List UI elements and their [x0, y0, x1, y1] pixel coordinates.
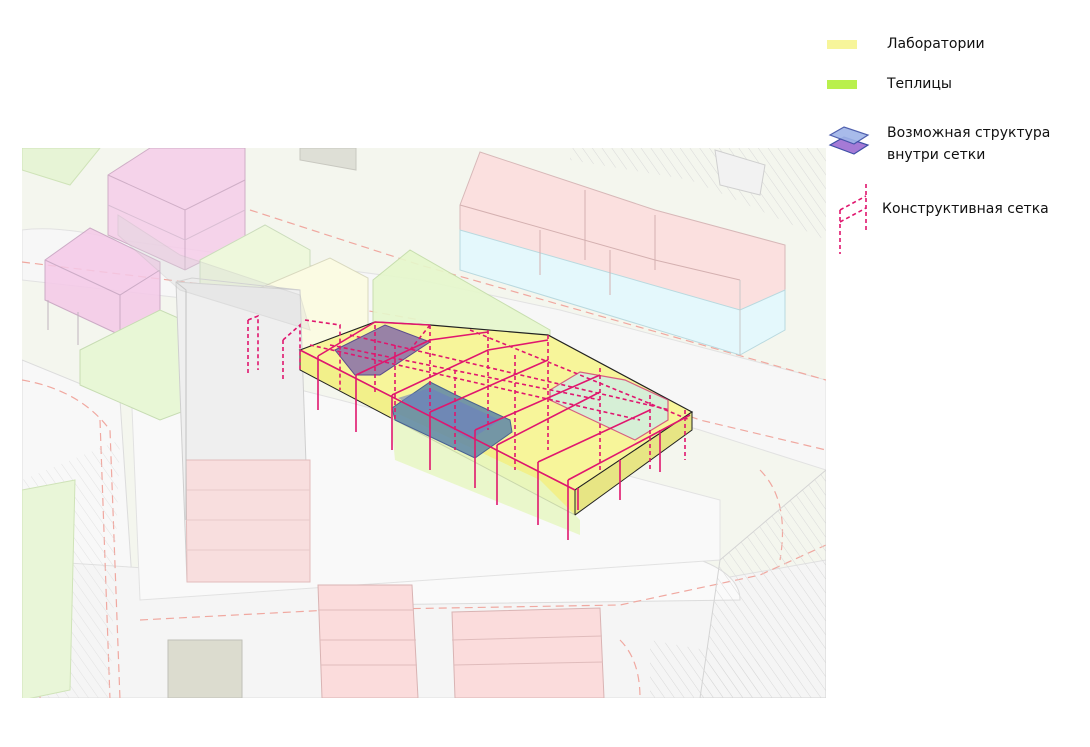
- legend-label-grid: Конструктивная сетка: [882, 201, 1049, 217]
- legend-label-structure-line2: внутри сетки: [887, 147, 986, 163]
- legend-label-structure-line1: Возможная структура: [887, 125, 1051, 141]
- structure-swatch-icon: [828, 126, 870, 155]
- labs-swatch: [827, 40, 857, 49]
- building-bottom-left: [317, 584, 419, 698]
- building-slab-center: [175, 277, 311, 583]
- grid-swatch-icon: [839, 184, 867, 254]
- building-tower-left: [107, 148, 246, 271]
- possible-structure-shapes: [334, 324, 513, 459]
- building-bottom-right: [451, 607, 605, 698]
- site-context: [22, 148, 826, 698]
- structural-grid: [247, 314, 691, 540]
- legend-label-labs: Лаборатории: [887, 36, 985, 52]
- greenhouses-swatch: [827, 80, 857, 89]
- building-right: [459, 151, 786, 356]
- legend-label-greenhouses: Теплицы: [887, 76, 952, 92]
